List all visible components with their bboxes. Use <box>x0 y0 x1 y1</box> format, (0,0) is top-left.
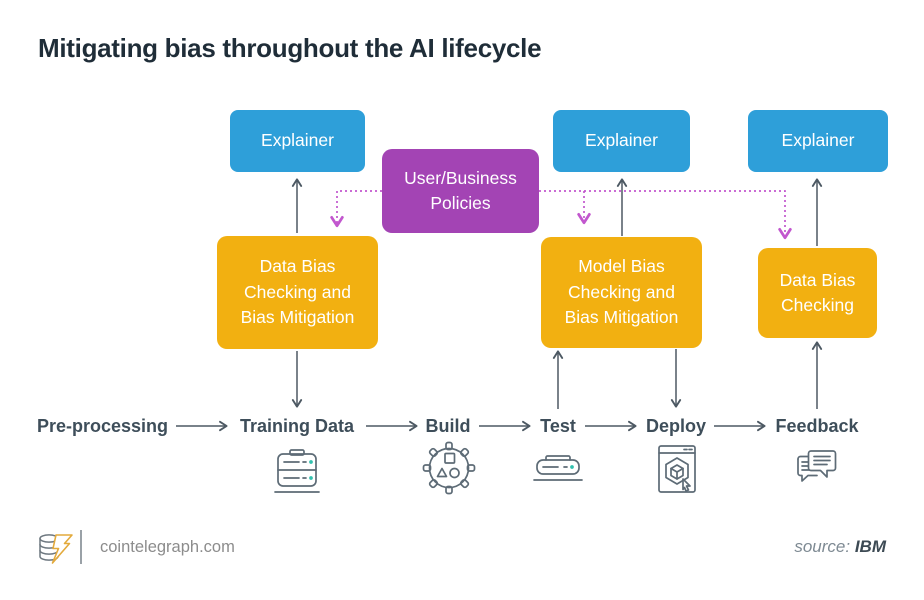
data-bias-checking-box: Data Bias Checking <box>758 248 877 338</box>
source-credit: source: IBM <box>794 537 886 557</box>
stage-deploy: Deploy <box>645 416 706 436</box>
page-title: Mitigating bias throughout the AI lifecy… <box>38 33 542 63</box>
footer-divider <box>80 530 82 564</box>
data-bias-mitigation-box: Data Bias Checking and Bias Mitigation <box>217 236 378 349</box>
scanner-icon <box>531 451 585 496</box>
stage-training-data: Training Data <box>239 416 355 436</box>
source-value: IBM <box>854 537 886 556</box>
storage-icon <box>272 446 322 503</box>
explainer-box-right: Explainer <box>748 110 888 172</box>
deploy-cube-icon <box>650 441 704 504</box>
stage-pre-processing: Pre-processing <box>36 416 169 436</box>
explainer-box-middle: Explainer <box>553 110 690 172</box>
stage-build: Build <box>425 416 471 436</box>
chat-icon <box>789 443 843 502</box>
user-business-policies-box: User/Business Policies <box>382 149 539 233</box>
model-bias-mitigation-box: Model Bias Checking and Bias Mitigation <box>541 237 702 348</box>
site-name: cointelegraph.com <box>100 538 235 556</box>
explainer-box-left: Explainer <box>230 110 365 172</box>
stage-test: Test <box>540 416 576 436</box>
source-label: source: <box>794 537 851 556</box>
gear-icon <box>421 440 477 501</box>
cointelegraph-logo-icon <box>36 529 76 574</box>
stage-feedback: Feedback <box>775 416 859 436</box>
